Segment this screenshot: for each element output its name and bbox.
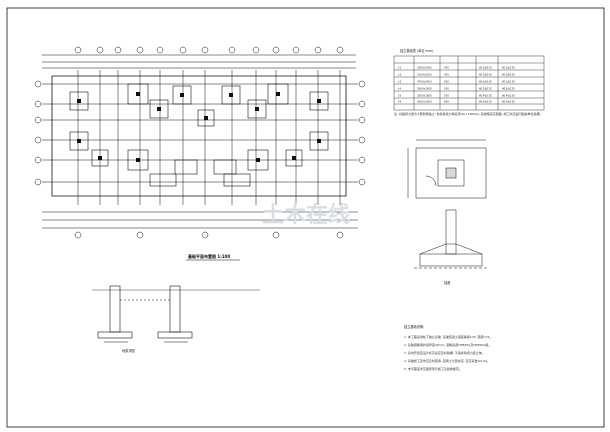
note-item: 4. 基础施工完毕应及时回填, 回填土分层夯实, 压实系数≥0.94。 xyxy=(404,358,490,363)
table-note: 注: 基础持力层为②层粉质粘土, 地基承载力特征值fak=180kPa, 基础埋… xyxy=(394,112,543,116)
table-cell: J-2 xyxy=(397,73,402,77)
columns xyxy=(77,92,321,162)
table-cell: 2400x2400 xyxy=(417,80,432,84)
table-title: 独立基础表 (单位:mm) xyxy=(400,48,433,53)
table-cell: 500 xyxy=(444,80,449,84)
table-cell: Φ12@150 xyxy=(479,66,492,70)
table-cell: J-3 xyxy=(397,80,402,84)
grade-beam-title: 地梁详图 xyxy=(122,348,135,353)
note-item: 2. 基础钢筋保护层厚度40mm, 钢筋采用HPB300及HRB400级。 xyxy=(404,342,491,347)
table-cell: 2600x2600 xyxy=(417,87,432,91)
footing-squares xyxy=(69,83,329,187)
table-cell: 600 xyxy=(444,100,449,104)
table-cell: 2800x2800 xyxy=(417,94,432,98)
foundation-plan xyxy=(34,46,366,239)
table-cell: 450 xyxy=(444,73,449,77)
notes-list: 1. 本工程采用柱下独立基础, 基础混凝土强度等级C30, 垫层C15。 2. … xyxy=(404,334,492,371)
top-axis-bubbles xyxy=(74,46,344,54)
footing-detail xyxy=(407,139,488,269)
table-cell: Φ12@130 xyxy=(479,80,492,84)
table-cell: J-5 xyxy=(397,94,402,98)
table-cell: 500 xyxy=(444,87,449,91)
table-cell: 3000x3000 xyxy=(417,100,432,104)
left-axis-bubbles xyxy=(34,80,42,186)
table-cell: J-4 xyxy=(397,87,402,91)
footing-table xyxy=(393,55,545,111)
table-cell: 550 xyxy=(444,94,449,98)
table-cells: J-1 2000x2000 450 Φ12@150 Φ12@150 J-2 22… xyxy=(397,66,515,104)
table-cell: Φ14@130 xyxy=(479,100,492,104)
sheet-border xyxy=(6,7,605,428)
table-cell: Φ12@150 xyxy=(502,66,515,70)
footing-section-title: 独基 xyxy=(444,280,451,285)
watermark: 土木在线 xyxy=(262,202,350,228)
table-cell: 450 xyxy=(444,66,449,70)
notes-title: 独立基础说明: xyxy=(404,324,424,329)
table-cell: Φ12@150 xyxy=(502,73,515,77)
right-axis-bubbles xyxy=(358,80,366,186)
table-note-wrap: 注: 基础持力层为②层粉质粘土, 地基承载力特征值fak=180kPa, 基础埋… xyxy=(394,112,543,116)
bottom-axis-bubbles xyxy=(74,231,344,239)
table-cell: J-6 xyxy=(397,100,402,104)
table-cell: 2200x2200 xyxy=(417,73,432,77)
table-cell: Φ12@120 xyxy=(502,87,515,91)
table-cell: Φ12@120 xyxy=(479,87,492,91)
table-cell: Φ14@150 xyxy=(479,94,492,98)
table-cell: Φ14@150 xyxy=(502,94,515,98)
note-item: 5. 未尽事宜详见国家现行施工及验收规范。 xyxy=(404,366,462,371)
table-cell: 2000x2000 xyxy=(417,66,432,70)
note-item: 1. 本工程采用柱下独立基础, 基础混凝土强度等级C30, 垫层C15。 xyxy=(404,334,492,339)
table-cell: Φ12@150 xyxy=(479,73,492,77)
grade-beam-section xyxy=(92,285,260,343)
note-item: 3. 基坑开挖至设计标高后应及时验槽, 不得扰动持力层土体。 xyxy=(404,350,485,355)
table-cell: J-1 xyxy=(397,66,402,70)
table-cell: Φ14@130 xyxy=(502,100,515,104)
plan-title: 基础平面布置图 1:100 xyxy=(187,253,230,259)
table-cell: Φ12@130 xyxy=(502,80,515,84)
